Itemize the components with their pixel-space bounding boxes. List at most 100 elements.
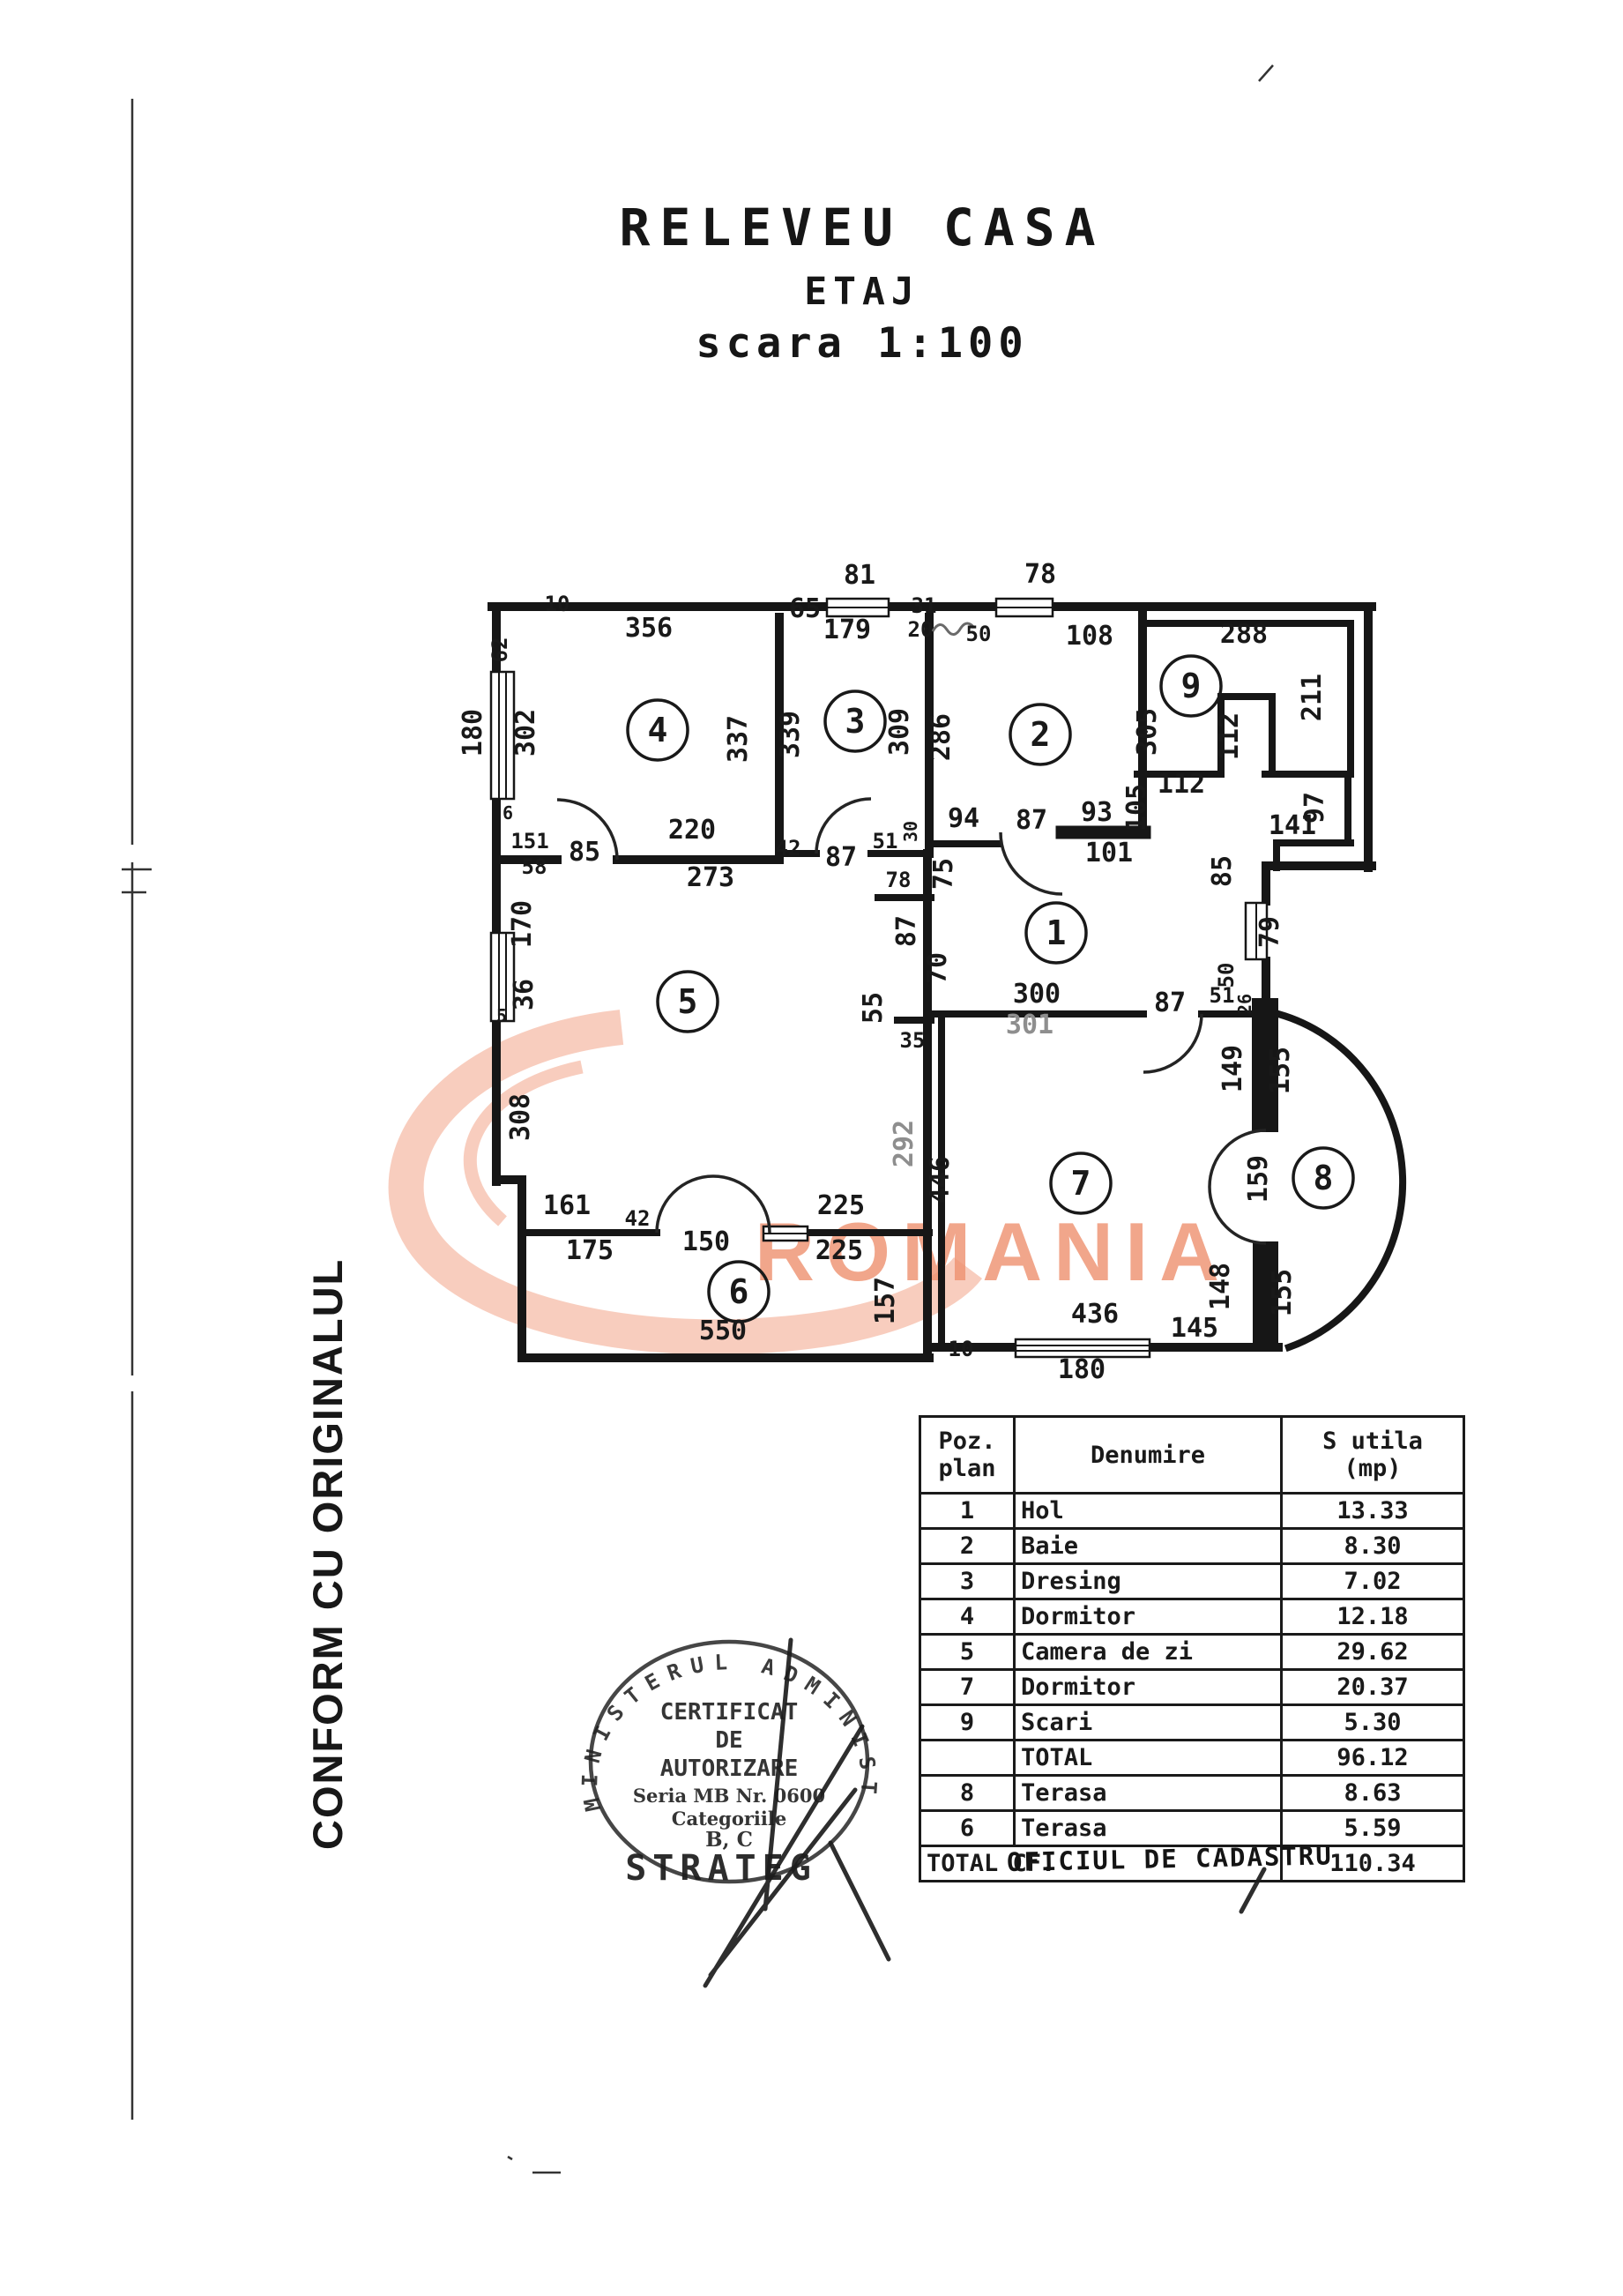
dim-label-112: 112 — [1158, 769, 1205, 800]
dim-label-149: 149 — [1217, 1045, 1248, 1092]
document-subtitle-floor: ETAJ — [804, 270, 920, 314]
dim-label-225: 225 — [815, 1235, 863, 1266]
dim-label-141: 141 — [1269, 810, 1316, 841]
dim-label-302: 302 — [510, 709, 541, 757]
dim-label-220: 220 — [668, 815, 716, 846]
dim-label-339: 339 — [775, 711, 806, 758]
room-circle-outline — [1292, 1146, 1355, 1210]
dim-label-65: 65 — [789, 593, 821, 624]
dim-label-225: 225 — [817, 1190, 865, 1221]
dim-label-309: 309 — [884, 708, 915, 756]
dim-label-159: 159 — [1243, 1155, 1274, 1203]
door-swing-arcs — [556, 797, 1267, 1245]
cell-poz: 8 — [919, 1774, 1016, 1812]
plan-outer-walls — [488, 602, 1376, 1362]
dim-label-35: 35 — [900, 1028, 926, 1053]
dim-label-51: 51 — [1210, 983, 1235, 1008]
room-number: 9 — [1181, 667, 1202, 705]
room-number: 1 — [1046, 913, 1067, 952]
dim-label-108: 108 — [1066, 621, 1113, 652]
dim-label-51: 51 — [873, 829, 898, 854]
document-title: RELEVEU CASA — [619, 198, 1106, 257]
dim-label-179: 179 — [823, 615, 871, 645]
dim-label-273: 273 — [687, 862, 734, 893]
dim-label-55: 55 — [858, 992, 889, 1024]
dim-label-6: 6 — [503, 802, 513, 824]
cell-denumire: TOTAL — [1013, 1739, 1283, 1777]
header-denumire: Denumire — [1013, 1415, 1283, 1495]
cell-poz — [919, 1739, 1016, 1777]
dim-label-211: 211 — [1297, 674, 1328, 721]
window-symbols — [489, 597, 1269, 1359]
dim-label-31: 31 — [912, 593, 937, 618]
room-circle-outline — [707, 1260, 771, 1323]
room-number: 3 — [845, 702, 866, 741]
dim-label-5: 5 — [496, 1005, 507, 1026]
dim-label-292: 292 — [889, 1120, 919, 1167]
terrace-curved-wall — [1274, 1010, 1407, 1353]
stamp-line-autorizare: AUTORIZARE — [660, 1756, 799, 1782]
stamp-line-seria: Seria MB Nr. 0600 — [633, 1785, 825, 1807]
cell-denumire: Terasa — [1013, 1774, 1283, 1812]
dim-label-550: 550 — [699, 1316, 747, 1346]
dim-label-180: 180 — [1058, 1354, 1106, 1385]
stamp-line-de: DE — [715, 1727, 742, 1754]
cell-poz: 1 — [919, 1492, 1016, 1530]
dim-label-87: 87 — [1154, 988, 1186, 1018]
dim-label-26: 26 — [1234, 994, 1255, 1015]
dim-label-446: 446 — [925, 1156, 956, 1204]
dim-label-58: 58 — [522, 854, 547, 879]
dim-label-161: 161 — [543, 1190, 591, 1221]
cell-value: 8.30 — [1280, 1527, 1465, 1565]
room-circle-outline — [1024, 901, 1088, 965]
cell-denumire: Terasa — [1013, 1809, 1283, 1847]
room-circle-5: 5 — [656, 970, 719, 1033]
room-circle-7: 7 — [1049, 1152, 1113, 1215]
room-circle-1: 1 — [1024, 901, 1088, 965]
dim-label-85: 85 — [569, 837, 600, 868]
stamp-line-categoriile: Categoriile — [672, 1808, 786, 1830]
room-circle-outline — [656, 970, 719, 1033]
dim-label-94: 94 — [948, 803, 979, 834]
cell-poz: 5 — [919, 1633, 1016, 1671]
header-poz-plan: Poz. plan — [919, 1415, 1016, 1495]
romania-watermark: ROMANIA — [388, 1010, 1219, 1355]
dim-label-78: 78 — [886, 868, 912, 892]
document-scale-note: scara 1:100 — [696, 319, 1029, 368]
dim-label-10: 10 — [545, 592, 570, 616]
cell-value: 5.30 — [1280, 1703, 1465, 1741]
dim-label-112: 112 — [1214, 712, 1245, 760]
dim-label-150: 150 — [682, 1226, 730, 1257]
wall-column — [1252, 998, 1278, 1132]
room-circle-6: 6 — [707, 1260, 771, 1323]
dim-label-157: 157 — [870, 1277, 901, 1324]
stamp-line-bc: B, C — [705, 1828, 753, 1852]
dim-label-75: 75 — [928, 858, 959, 890]
cell-value: 12.18 — [1280, 1598, 1465, 1636]
dim-label-87: 87 — [891, 915, 922, 947]
cell-denumire: Dresing — [1013, 1562, 1283, 1600]
room-number: 2 — [1031, 715, 1051, 754]
dim-label-93: 93 — [1081, 797, 1113, 828]
dim-label-286: 286 — [926, 713, 957, 761]
cell-value: 29.62 — [1280, 1633, 1465, 1671]
cell-poz: 9 — [919, 1703, 1016, 1741]
dim-label-308: 308 — [505, 1093, 536, 1141]
dim-label-356: 356 — [625, 613, 673, 644]
dim-label-79: 79 — [1254, 916, 1285, 948]
cell-poz: 6 — [919, 1809, 1016, 1847]
dim-label-288: 288 — [1220, 619, 1268, 650]
dim-label-85: 85 — [1207, 855, 1238, 887]
dim-label-42: 42 — [625, 1206, 651, 1231]
dim-label-20: 20 — [908, 617, 934, 642]
room-circle-outline — [626, 698, 689, 762]
